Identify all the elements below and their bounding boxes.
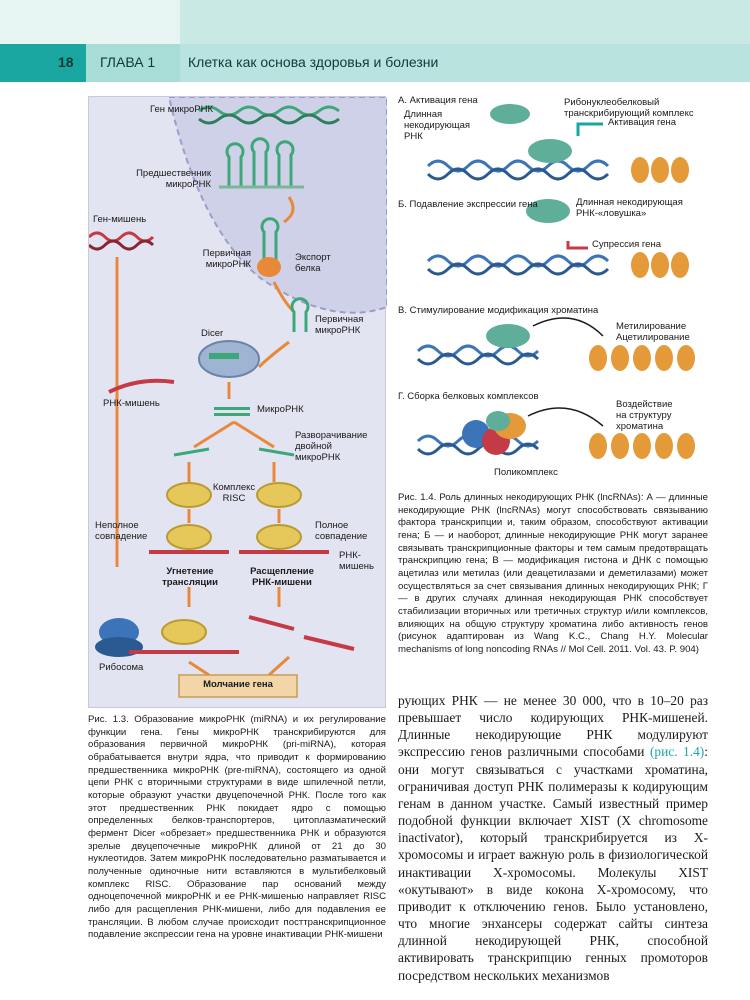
body-paragraph: рующих РНК — не менее 30 000, что в 10–2… <box>398 692 708 984</box>
label-gene-mirna: Ген микроРНК <box>150 104 213 115</box>
panel-v-mod-label: Метилирование Ацетилирование <box>616 321 690 343</box>
figure-lncrna-roles: А. Активация гена Длинная некодирующая Р… <box>398 95 708 486</box>
panel-g-nucleosomes <box>589 433 695 459</box>
primary-mirna-2 <box>290 297 310 332</box>
panel-v-complex <box>486 324 530 348</box>
arrow-5b <box>233 420 275 449</box>
label-precursor: Предшественник микроРНК <box>136 168 211 190</box>
body-text-part1: рующих РНК — не менее 30 000, что в 10–2… <box>398 693 708 760</box>
figure-reference-link[interactable]: (рис. 1.4) <box>649 744 705 760</box>
caption-figure-1-4: Рис. 1.4. Роль длинных некодирующих РНК … <box>398 492 708 655</box>
arrow-1 <box>283 196 295 224</box>
label-unwinding: Разворачивание двойной микроРНК <box>295 430 368 463</box>
chapter-title-box: Клетка как основа здоровья и болезни <box>180 44 750 82</box>
label-primary-mirna-2: Первичная микроРНК <box>315 314 364 336</box>
risc-translation <box>161 619 207 645</box>
label-primary-mirna: Первичная микроРНК <box>202 248 251 270</box>
panel-b-lnc-label: Длинная некодирующая РНК-«ловушка» <box>576 197 683 219</box>
page-number: 18 <box>58 54 74 70</box>
label-rna-target-2: РНК- мишень <box>339 550 374 572</box>
panel-v-nucleosomes <box>589 345 695 371</box>
panel-a-complex-label: Рибонуклеобелковый транскрибирующий комп… <box>564 97 694 119</box>
label-risc: Комплекс RISC <box>212 482 256 504</box>
cleaved-piece-2 <box>303 635 355 651</box>
target-rna-strand <box>108 378 175 394</box>
figure-mirna-pathway: Ген микроРНК Предшественник микроРНК Ген… <box>88 96 387 708</box>
arrow-3 <box>257 340 290 369</box>
panel-b-suppression-mark <box>566 241 588 250</box>
panel-a-activation-arrow <box>576 122 603 136</box>
label-translation-inhibition: Угнетение трансляции <box>162 566 218 588</box>
panel-g-polycomplex <box>462 411 526 455</box>
strand-right <box>258 447 295 457</box>
risc-complexes <box>166 482 302 550</box>
panel-v-arrow <box>532 317 604 337</box>
label-target-rna: РНК-мишень <box>103 398 160 409</box>
arrow-9b <box>267 655 291 677</box>
precursor-hairpins <box>219 137 304 189</box>
label-protein-export: Экспорт белка <box>295 252 331 274</box>
chapter-title: Клетка как основа здоровья и болезни <box>188 54 439 70</box>
panel-g-title: Г. Сборка белковых комплексов <box>398 391 539 402</box>
label-partial-match: Неполное совпадение <box>95 520 148 542</box>
gene-dna <box>198 105 340 125</box>
panel-a-complex-free <box>490 104 530 124</box>
panel-g-arrow <box>527 407 604 427</box>
panel-v-dna <box>416 344 540 366</box>
silencing-box <box>178 674 298 698</box>
panel-b-dna <box>426 254 610 276</box>
nucleus-membrane <box>167 97 387 314</box>
chapter-label-box: ГЛАВА 1 <box>86 44 180 82</box>
panel-a-title: А. Активация гена <box>398 95 478 106</box>
panel-a-activation-label: Активация гена <box>608 117 677 128</box>
export-protein <box>257 257 281 277</box>
label-full-match: Полное совпадение <box>315 520 368 542</box>
caption-figure-1-3: Рис. 1.3. Образование микроРНК (miRNA) и… <box>88 714 386 941</box>
panel-v-title: В. Стимулирование модификация хроматина <box>398 305 599 316</box>
panel-b-suppression-label: Супрессия гена <box>592 239 661 250</box>
panel-a-nucleosomes <box>631 157 689 183</box>
panel-g-poly-label: Поликомплекс <box>494 467 558 478</box>
panel-b-title: Б. Подавление экспрессии гена <box>398 199 538 210</box>
panel-a-dna <box>426 159 610 181</box>
mirna-duplex <box>214 407 250 416</box>
label-silencing: Молчание гена <box>203 679 273 690</box>
primary-mirna-hairpin <box>260 217 280 262</box>
header-band-accent <box>180 0 750 44</box>
panel-a-complex <box>528 139 572 163</box>
arrow-9a <box>188 660 210 677</box>
strand-left <box>173 447 210 457</box>
target-gene-dna <box>89 231 155 251</box>
panel-g-effect-label: Воздействие на структуру хроматина <box>616 399 673 432</box>
chapter-label: ГЛАВА 1 <box>100 54 156 70</box>
page-number-box: 18 <box>0 44 86 82</box>
label-cleavage: Расщепление РНК-мишени <box>250 566 314 588</box>
label-dicer: Dicer <box>201 328 224 339</box>
cleaved-piece-1 <box>248 615 295 631</box>
panel-a-lnc-label: Длинная некодирующая РНК <box>404 109 471 142</box>
label-mirna: МикроРНК <box>257 404 304 415</box>
arrow-5a <box>193 420 235 449</box>
body-text-part2: : они могут связываться с участками хром… <box>398 744 708 983</box>
panel-b-decoy-complex <box>526 199 570 223</box>
lncrna-diagram <box>416 104 695 459</box>
dicer-enzyme <box>198 340 260 378</box>
label-target-gene: Ген-мишень <box>93 214 147 225</box>
label-ribosome: Рибосома <box>99 662 144 673</box>
panel-b-nucleosomes <box>631 252 689 278</box>
mirna-diagram <box>89 97 387 698</box>
